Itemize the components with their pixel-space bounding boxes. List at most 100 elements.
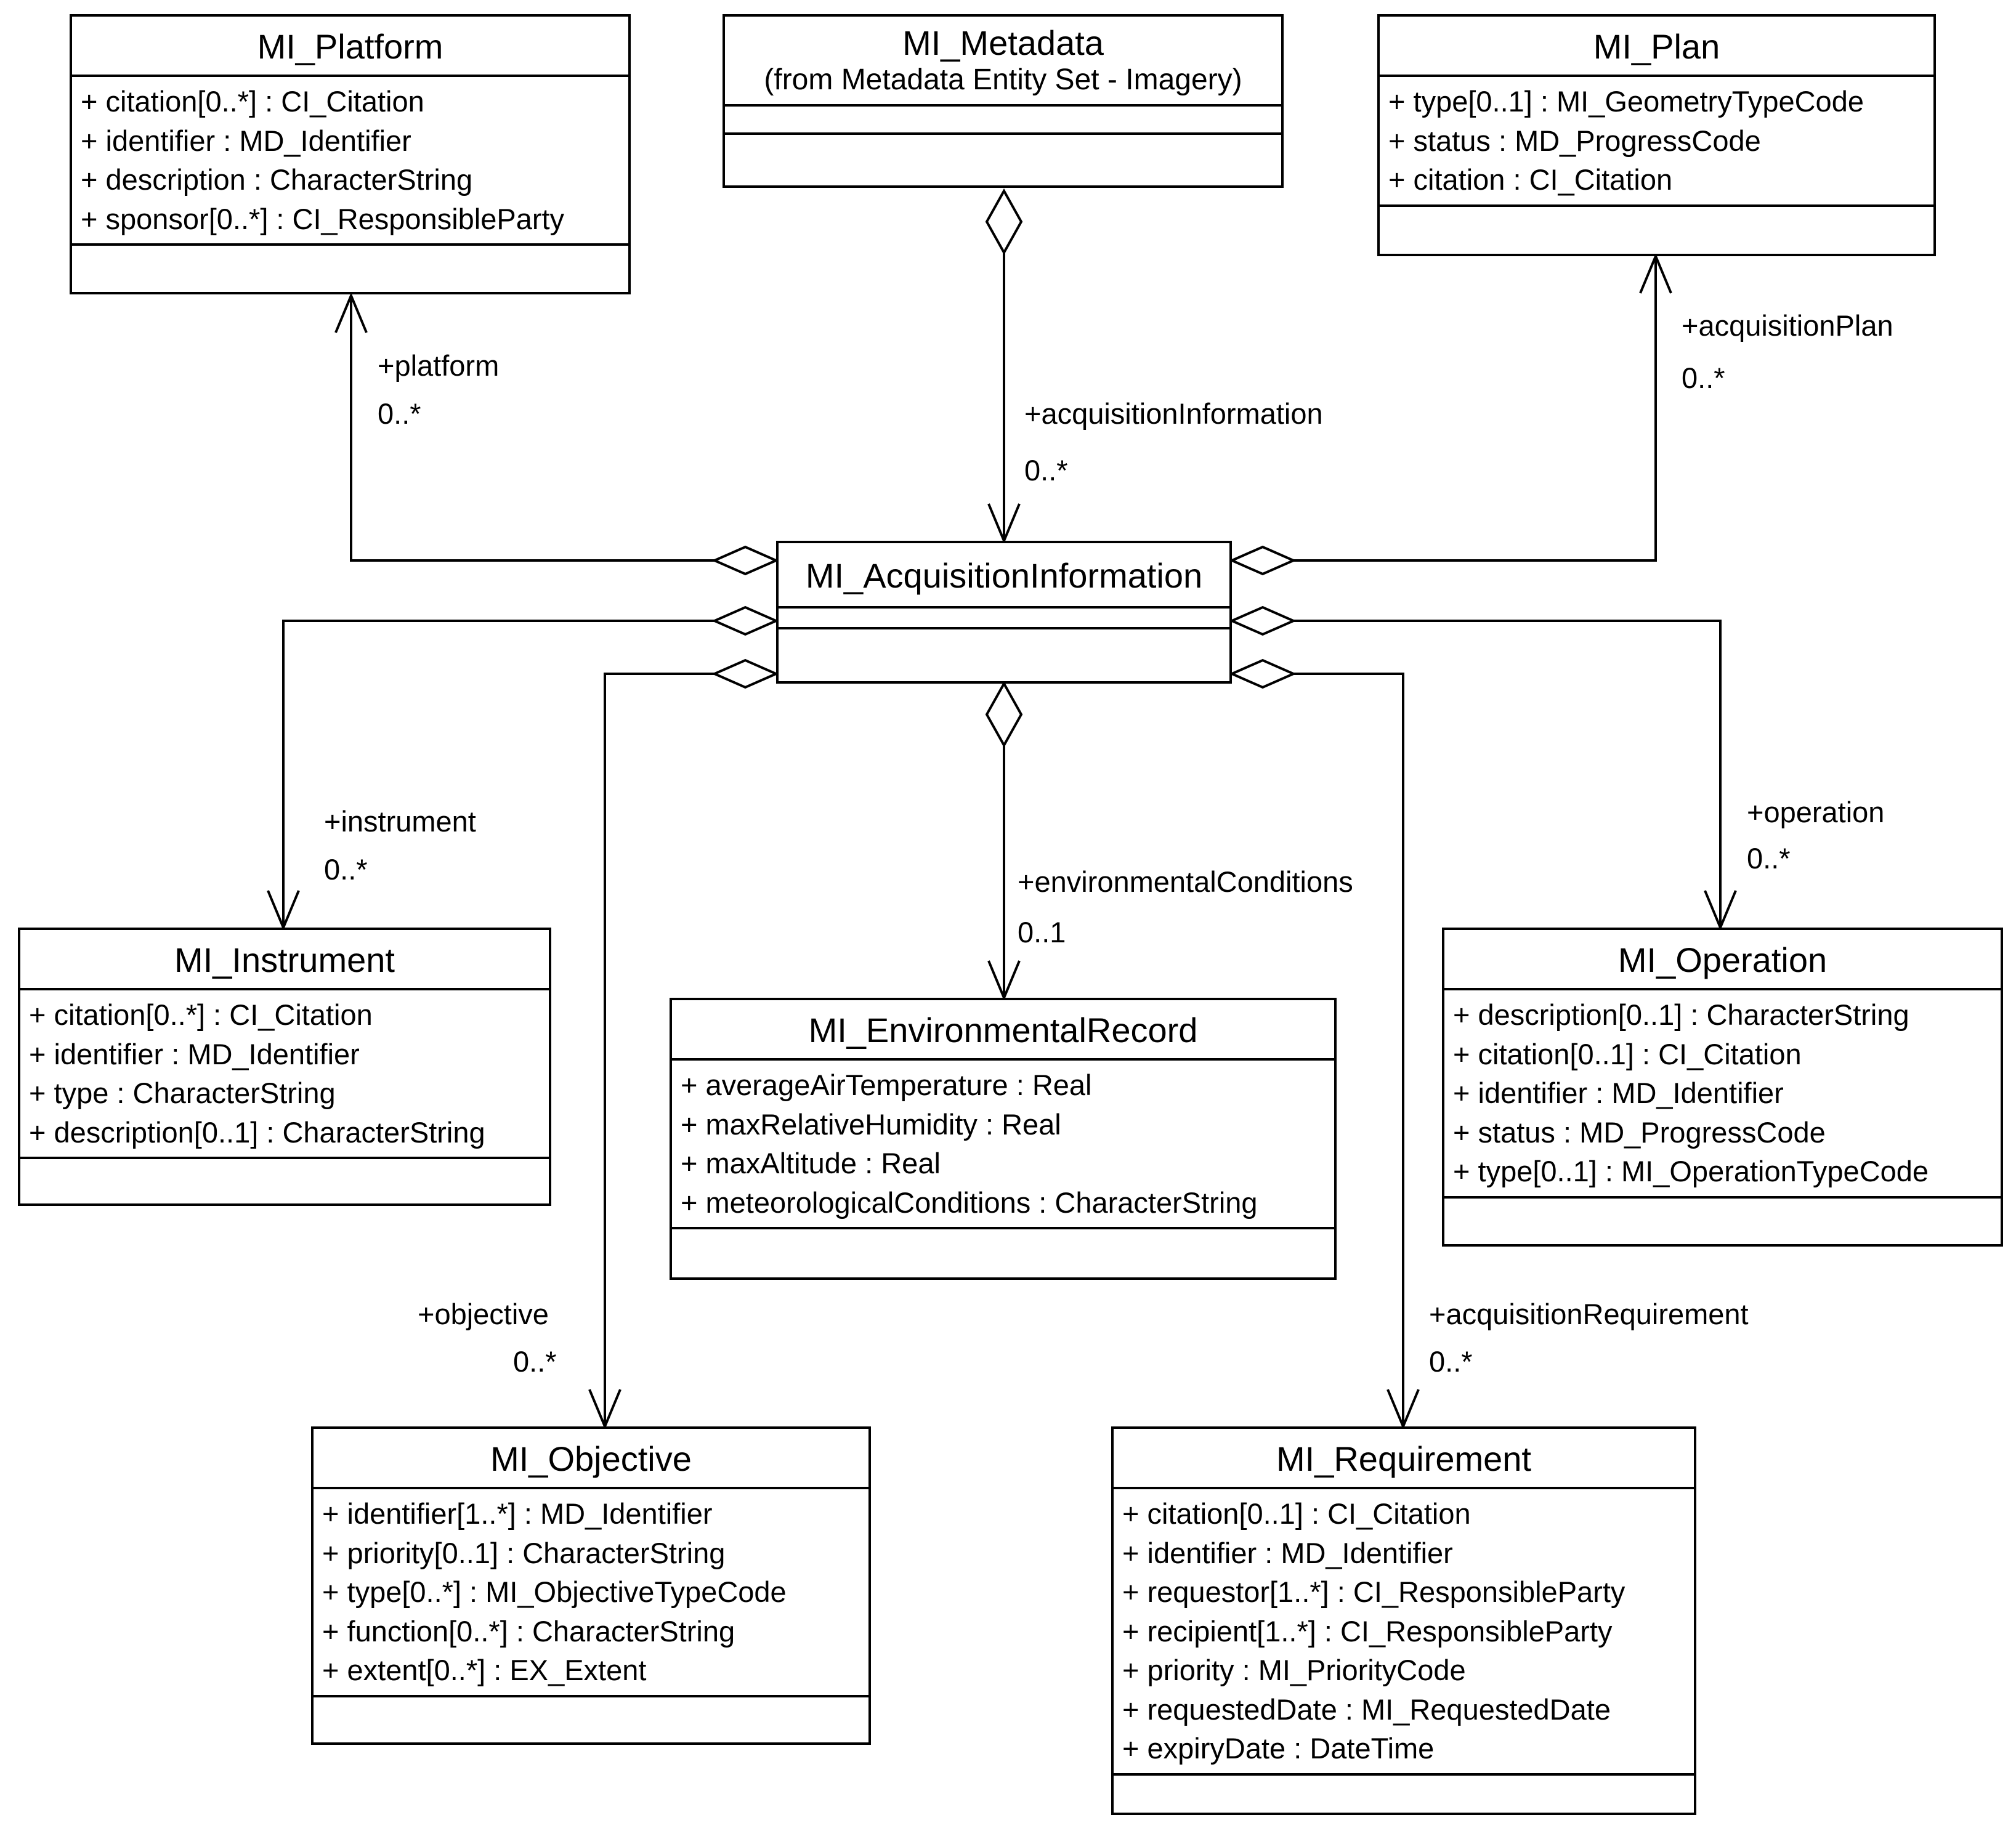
attribute: + function[0..*] : CharacterString [322, 1614, 735, 1648]
attributes-compartment: + citation[0..*] : CI_Citation + identif… [20, 988, 549, 1157]
attribute: + maxAltitude : Real [681, 1147, 941, 1179]
arrowhead [334, 292, 368, 333]
attributes-compartment: + identifier[1..*] : MD_Identifier + pri… [314, 1487, 868, 1695]
attribute: + requestor[1..*] : CI_ResponsibleParty [1122, 1575, 1625, 1608]
operations-compartment [672, 1227, 1334, 1277]
class-mi-plan[interactable]: MI_Plan + type[0..1] : MI_GeometryTypeCo… [1377, 14, 1936, 256]
arrowhead [1639, 253, 1672, 294]
attribute: + meteorologicalConditions : CharacterSt… [681, 1186, 1258, 1219]
attribute: + citation[0..1] : CI_Citation [1122, 1497, 1471, 1530]
multiplicity-objective: 0..* [513, 1345, 557, 1378]
class-mi-metadata[interactable]: MI_Metadata (from Metadata Entity Set - … [723, 14, 1284, 188]
attribute: + type : CharacterString [29, 1077, 336, 1109]
attribute: + recipient[1..*] : CI_ResponsibleParty [1122, 1614, 1613, 1648]
attributes-compartment [725, 104, 1281, 132]
class-mi-acquisition-information[interactable]: MI_AcquisitionInformation [776, 541, 1232, 684]
operations-compartment [779, 627, 1229, 681]
role-label-operation: +operation [1747, 796, 1884, 828]
assoc-acquisition-information [985, 188, 1023, 544]
multiplicity-operation: 0..* [1747, 842, 1791, 875]
class-name: MI_Platform [257, 27, 443, 66]
role-label-platform: +platform [378, 349, 499, 382]
class-name: MI_Metadata [902, 23, 1104, 62]
role-label-acquisition-information: +acquisitionInformation [1024, 397, 1323, 430]
attribute: + description : CharacterString [81, 163, 473, 196]
operations-compartment [72, 243, 628, 292]
attribute: + type[0..1] : MI_GeometryTypeCode [1388, 85, 1864, 118]
attribute: + identifier : MD_Identifier [1453, 1077, 1784, 1109]
attribute: + status : MD_ProgressCode [1388, 124, 1761, 157]
attribute: + citation[0..*] : CI_Citation [29, 998, 373, 1031]
assoc-acquisition-plan [1229, 253, 1672, 576]
attribute: + extent[0..*] : EX_Extent [322, 1654, 647, 1686]
class-name: MI_AcquisitionInformation [805, 556, 1203, 595]
attribute: + citation[0..*] : CI_Citation [81, 85, 424, 118]
assoc-acquisition-requirement [1229, 658, 1420, 1430]
operations-compartment [314, 1694, 868, 1743]
multiplicity-environmental-conditions: 0..1 [1018, 916, 1066, 948]
aggregation-diamond [711, 605, 779, 636]
attribute: + type[0..1] : MI_OperationTypeCode [1453, 1155, 1929, 1187]
attribute: + identifier[1..*] : MD_Identifier [322, 1497, 713, 1530]
aggregation-diamond [711, 658, 779, 689]
class-name: MI_EnvironmentalRecord [808, 1011, 1198, 1049]
attribute: + priority : MI_PriorityCode [1122, 1654, 1466, 1686]
aggregation-diamond [1229, 605, 1297, 636]
attribute: + description[0..1] : CharacterString [1453, 998, 1909, 1031]
attribute: + identifier : MD_Identifier [29, 1037, 360, 1070]
attribute: + status : MD_ProgressCode [1453, 1115, 1826, 1149]
multiplicity-acquisition-plan: 0..* [1682, 362, 1725, 394]
attributes-compartment: + type[0..1] : MI_GeometryTypeCode + sta… [1380, 75, 1933, 204]
attribute: + maxRelativeHumidity : Real [681, 1107, 1061, 1141]
role-label-objective: +objective [418, 1298, 549, 1330]
class-mi-instrument[interactable]: MI_Instrument + citation[0..*] : CI_Cita… [18, 928, 551, 1206]
class-mi-platform[interactable]: MI_Platform + citation[0..*] : CI_Citati… [70, 14, 631, 294]
attribute: + identifier : MD_Identifier [1122, 1536, 1453, 1569]
attribute: + citation[0..1] : CI_Citation [1453, 1037, 1802, 1070]
attributes-compartment: + averageAirTemperature : Real + maxRela… [672, 1058, 1334, 1227]
multiplicity-acquisition-information: 0..* [1024, 454, 1068, 487]
attributes-compartment: + description[0..1] : CharacterString + … [1444, 988, 2001, 1196]
assoc-operation [1229, 605, 1737, 931]
class-name: MI_Operation [1617, 940, 1828, 979]
aggregation-diamond [1229, 658, 1297, 689]
multiplicity-instrument: 0..* [324, 853, 368, 886]
operations-compartment [725, 132, 1281, 185]
attributes-compartment: + citation[0..1] : CI_Citation + identif… [1114, 1487, 1694, 1773]
operations-compartment [1114, 1773, 1694, 1813]
attribute: + type[0..*] : MI_ObjectiveTypeCode [322, 1575, 787, 1608]
aggregation-diamond [1229, 545, 1297, 576]
class-name: MI_Objective [490, 1439, 692, 1478]
attributes-compartment: + citation[0..*] : CI_Citation + identif… [72, 75, 628, 243]
multiplicity-acquisition-requirement: 0..* [1429, 1345, 1473, 1378]
multiplicity-platform: 0..* [378, 397, 421, 430]
attributes-compartment [779, 606, 1229, 627]
aggregation-diamond [985, 681, 1023, 748]
class-mi-operation[interactable]: MI_Operation + description[0..1] : Chara… [1442, 928, 2003, 1247]
role-label-acquisition-requirement: +acquisitionRequirement [1429, 1298, 1749, 1330]
attribute: + requestedDate : MI_RequestedDate [1122, 1693, 1611, 1726]
aggregation-diamond [985, 188, 1023, 256]
operations-compartment [20, 1157, 549, 1203]
attribute: + averageAirTemperature : Real [681, 1069, 1092, 1101]
attribute: + priority[0..1] : CharacterString [322, 1536, 726, 1569]
class-mi-objective[interactable]: MI_Objective + identifier[1..*] : MD_Ide… [311, 1426, 871, 1745]
role-label-environmental-conditions: +environmentalConditions [1018, 865, 1353, 898]
class-mi-requirement[interactable]: MI_Requirement + citation[0..1] : CI_Cit… [1111, 1426, 1696, 1815]
class-name: MI_Requirement [1276, 1439, 1531, 1478]
aggregation-diamond [711, 545, 779, 576]
class-name: MI_Plan [1593, 27, 1720, 66]
class-mi-environmental-record[interactable]: MI_EnvironmentalRecord + averageAirTempe… [670, 998, 1337, 1280]
attribute: + expiryDate : DateTime [1122, 1732, 1435, 1765]
role-label-acquisition-plan: +acquisitionPlan [1682, 309, 1893, 342]
class-stereotype-note: (from Metadata Entity Set - Imagery) [764, 63, 1242, 96]
attribute: + identifier : MD_Identifier [81, 124, 411, 157]
attribute: + sponsor[0..*] : CI_ResponsibleParty [81, 202, 565, 235]
operations-compartment [1380, 204, 1933, 254]
operations-compartment [1444, 1195, 2001, 1245]
assoc-platform [334, 292, 779, 576]
role-label-instrument: +instrument [324, 805, 476, 838]
attribute: + description[0..1] : CharacterString [29, 1115, 485, 1149]
class-name: MI_Instrument [174, 940, 395, 979]
attribute: + citation : CI_Citation [1388, 163, 1673, 196]
